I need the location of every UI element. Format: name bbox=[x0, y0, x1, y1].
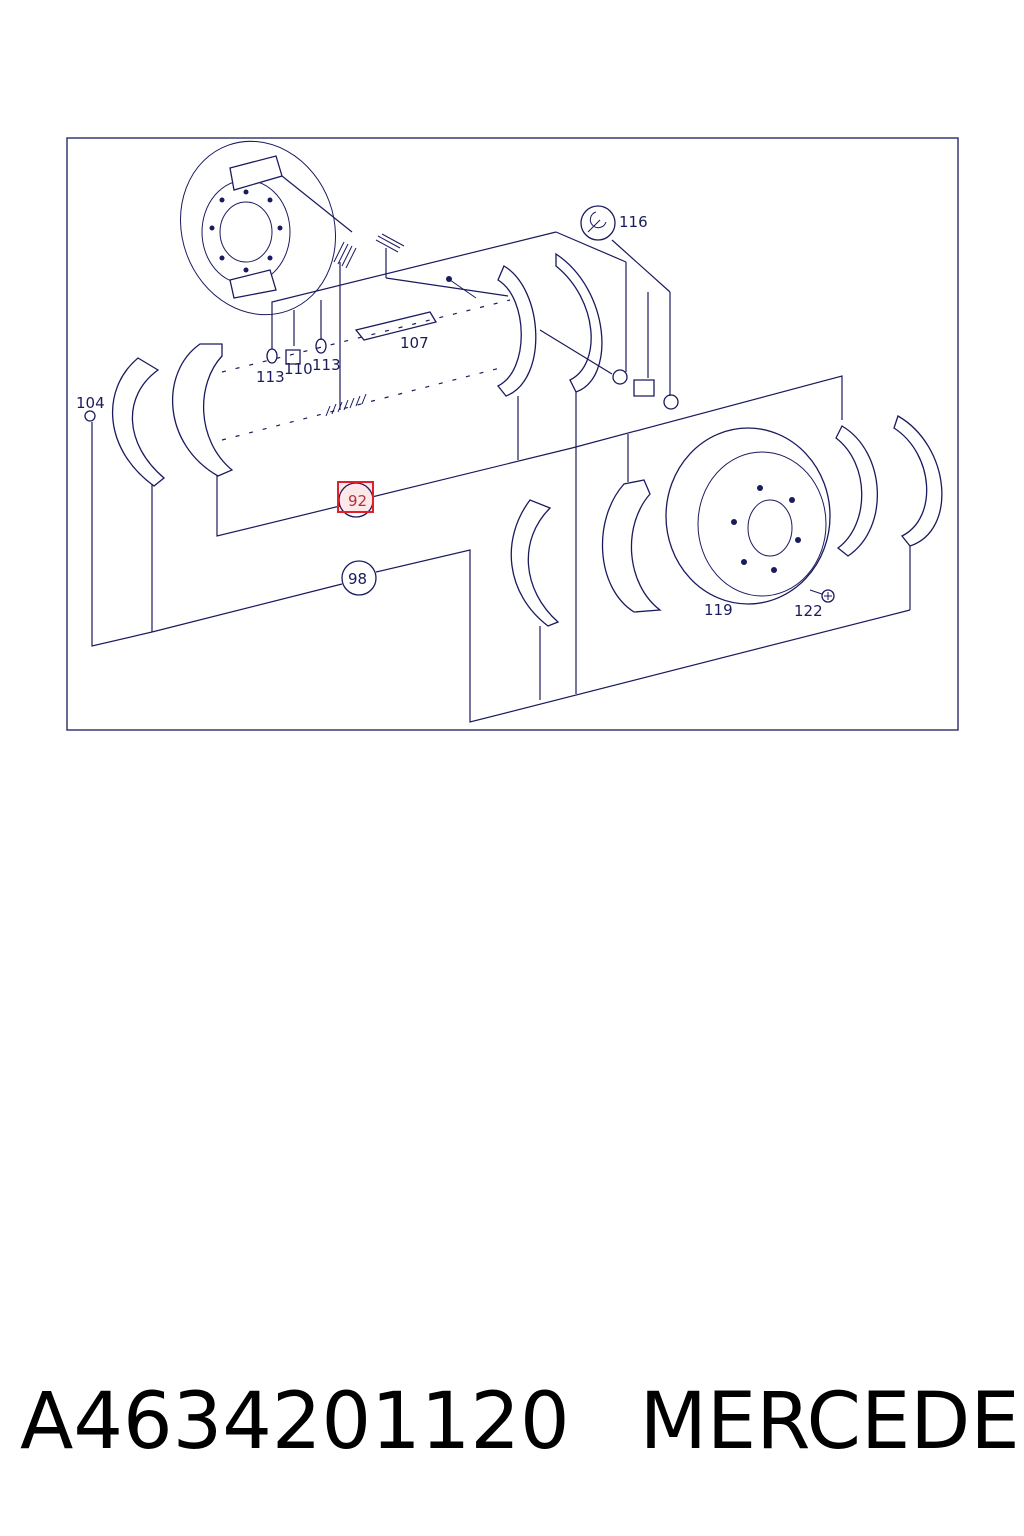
brake-shoe-left bbox=[172, 343, 234, 477]
brake-lining-upper-center bbox=[555, 252, 603, 393]
adjuster-parts bbox=[612, 369, 679, 410]
callout-98-marker bbox=[341, 560, 377, 596]
highlight-box bbox=[337, 481, 374, 513]
callout-92: 92 bbox=[348, 492, 367, 510]
part-number: A4634201120 bbox=[20, 1377, 570, 1467]
callout-116: 116 bbox=[619, 213, 648, 231]
callout-104: 104 bbox=[76, 394, 105, 412]
part-caption: A4634201120 MERCEDES bbox=[20, 1372, 1024, 1472]
upper-springs bbox=[281, 175, 405, 410]
brake-shoe-upper-center bbox=[496, 265, 537, 397]
callout-113-right: 113 bbox=[312, 356, 341, 374]
backing-plate bbox=[180, 140, 336, 316]
brand-name: MERCEDES bbox=[639, 1377, 1024, 1467]
exploded-parts-diagram: 116 107 113 110 113 104 bbox=[66, 137, 959, 731]
callout-92-marker bbox=[337, 481, 374, 518]
screw-122 bbox=[809, 589, 835, 603]
callout-98: 98 bbox=[348, 570, 367, 588]
brake-lining-lower-center bbox=[510, 499, 560, 627]
callout-107: 107 bbox=[400, 334, 429, 352]
diagram-border bbox=[66, 137, 959, 731]
lower-spring bbox=[325, 393, 367, 417]
callout-119: 119 bbox=[704, 601, 733, 619]
brake-drum bbox=[665, 427, 831, 605]
brake-lining-left bbox=[111, 357, 166, 487]
brake-lining-far-right bbox=[893, 415, 943, 547]
retainer-parts bbox=[266, 300, 327, 365]
brake-shoe-far-right bbox=[835, 425, 878, 557]
callout-110: 110 bbox=[284, 360, 313, 378]
callout-113-left: 113 bbox=[256, 368, 285, 386]
wrench-icon bbox=[580, 205, 616, 241]
brake-shoe-lower-right bbox=[601, 479, 662, 613]
rivet-104 bbox=[84, 410, 96, 422]
callout-122: 122 bbox=[794, 602, 823, 620]
